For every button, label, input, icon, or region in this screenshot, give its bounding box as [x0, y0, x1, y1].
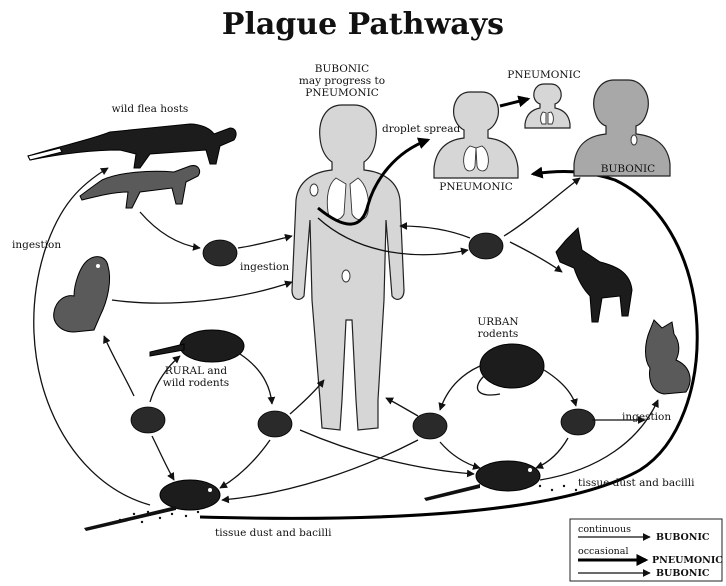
flea-urban-right: [561, 409, 595, 435]
flea-urban-left: [413, 413, 447, 439]
label-droplet-spread: droplet spread: [382, 123, 461, 135]
rat-bottom-left: [160, 480, 220, 510]
wild-flea-host-mongoose: [80, 166, 200, 208]
arrow-flea-urban-to-human: [386, 398, 418, 416]
label-bubonic-right: BUBONIC: [601, 163, 655, 175]
arrow-flea-to-human: [238, 236, 292, 248]
arrow-flea-urban-to-rat: [440, 442, 480, 468]
flea-left-mid: [131, 407, 165, 433]
label-ingestion-left: ingestion: [12, 239, 61, 251]
flea-upper-left: [203, 240, 237, 266]
human-pneumonic-small: [525, 84, 570, 128]
arrow-flea-right-to-pneumonic: [504, 178, 580, 236]
legend-occasional-target-2: BUBONIC: [656, 568, 710, 579]
legend-continuous-label: continuous: [578, 524, 631, 535]
arrow-pneumonic-transmit: [500, 99, 528, 106]
arrow-flea-left-to-rat: [152, 436, 174, 480]
rural-rat: [150, 330, 244, 362]
arrow-squirrel-to-human: [112, 282, 292, 303]
label-may-progress: may progress to: [299, 75, 385, 87]
arrow-hosts-to-flea: [140, 212, 200, 248]
flea-center-lower: [258, 411, 292, 437]
arrow-flea-center-to-human: [290, 380, 324, 414]
arrow-rural-to-flea-center: [240, 354, 272, 404]
label-urban-1: URBAN: [477, 316, 518, 328]
arrow-flea-right-to-human: [400, 226, 470, 238]
arrow-flea-center-to-rat: [220, 440, 270, 488]
arrow-outer-right-loop: [200, 172, 697, 519]
arrow-urban-to-flea-left: [440, 366, 480, 410]
bubo-spot: [310, 184, 318, 196]
label-pneumonic-bottom: PNEUMONIC: [439, 181, 513, 193]
label-urban-2: rodents: [478, 328, 519, 340]
arrow-flea-to-dog: [510, 242, 562, 272]
arrow-rat-to-urban-rat: [300, 430, 474, 474]
arrow-outer-left-loop: [34, 168, 150, 505]
arrow-rural-to-flea-left: [104, 336, 134, 396]
human-bubonic-dark: [574, 80, 670, 176]
label-tissue-dust-bottom: tissue dust and bacilli: [215, 527, 332, 539]
label-wild-flea-hosts: wild flea hosts: [112, 103, 189, 115]
label-pneumonic-top: PNEUMONIC: [507, 69, 581, 81]
label-pneumonic-progress: PNEUMONIC: [305, 87, 379, 99]
arrow-urban-to-flea-right: [544, 370, 576, 406]
label-ingestion-right: ingestion: [622, 411, 671, 423]
wild-flea-host-civet: [28, 124, 236, 168]
label-bubonic: BUBONIC: [315, 63, 369, 75]
legend: continuous BUBONIC occasional PNEUMONIC …: [570, 519, 723, 581]
diagram-title: Plague Pathways: [222, 7, 504, 42]
arrow-flea-urban-to-rat-left: [222, 440, 418, 500]
bubo-spot: [342, 270, 350, 282]
label-tissue-dust-right: tissue dust and bacilli: [578, 477, 695, 489]
label-rural-1: RURAL and: [165, 365, 228, 377]
legend-occasional-label: occasional: [578, 546, 628, 557]
legend-occasional-target-1: PNEUMONIC: [652, 555, 723, 566]
arrow-flea-right-to-rat: [536, 438, 568, 468]
label-ingestion-center: ingestion: [240, 261, 289, 273]
urban-rat: [477, 344, 544, 395]
cat: [646, 320, 691, 394]
squirrel: [54, 257, 110, 332]
legend-continuous-target: BUBONIC: [656, 532, 710, 543]
human-figure-center: [292, 105, 404, 430]
rat-bottom-right: [476, 461, 540, 491]
dog: [556, 228, 632, 322]
flea-center-right: [469, 233, 503, 259]
label-rural-2: wild rodents: [163, 377, 229, 389]
